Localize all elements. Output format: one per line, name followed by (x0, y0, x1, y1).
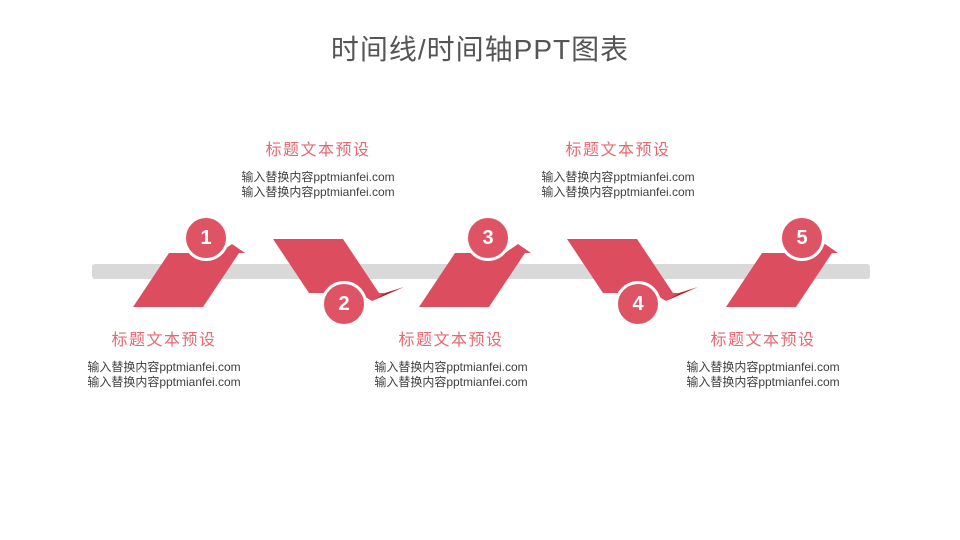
ribbon-fold (372, 287, 404, 301)
ribbon-fold (825, 244, 857, 270)
ribbon-body (567, 239, 673, 293)
block-body-line: 输入替换内容pptmianfei.com (541, 170, 695, 184)
text-block-bottom-3: 标题文本预设 输入替换内容pptmianfei.com 输入替换内容pptmia… (678, 330, 848, 390)
step-number-badge-5: 5 (779, 215, 825, 261)
block-title: 标题文本预设 (565, 142, 671, 159)
block-title: 标题文本预设 (710, 332, 816, 349)
timeline-step-1 (133, 243, 278, 318)
block-body-line: 输入替换内容pptmianfei.com (541, 185, 695, 199)
block-body-line: 输入替换内容pptmianfei.com (374, 375, 528, 389)
block-body-line: 输入替换内容pptmianfei.com (241, 170, 395, 184)
block-body-line: 输入替换内容pptmianfei.com (374, 360, 528, 374)
block-body-line: 输入替换内容pptmianfei.com (87, 375, 241, 389)
ribbon-fold (232, 244, 264, 270)
block-body-line: 输入替换内容pptmianfei.com (686, 360, 840, 374)
block-body-line: 输入替换内容pptmianfei.com (686, 375, 840, 389)
timeline-step-3 (419, 243, 564, 318)
block-title: 标题文本预设 (265, 142, 371, 159)
page-title: 时间线/时间轴PPT图表 (330, 34, 630, 65)
ribbon-fold (518, 244, 550, 270)
ribbon-body (133, 253, 239, 307)
ribbon-peak (219, 244, 245, 253)
ribbon-body (419, 253, 525, 307)
step-number-badge-3: 3 (465, 215, 511, 261)
block-body-line: 输入替换内容pptmianfei.com (241, 185, 395, 199)
text-block-bottom-2: 标题文本预设 输入替换内容pptmianfei.com 输入替换内容pptmia… (366, 330, 536, 390)
text-block-bottom-1: 标题文本预设 输入替换内容pptmianfei.com 输入替换内容pptmia… (79, 330, 249, 390)
ribbon-fold (666, 287, 698, 301)
step-number-badge-1: 1 (183, 215, 229, 261)
ribbon-shape-icon (133, 244, 264, 307)
block-title: 标题文本预设 (398, 332, 504, 349)
text-block-top-1: 标题文本预设 输入替换内容pptmianfei.com 输入替换内容pptmia… (233, 140, 403, 200)
ribbon-peak (505, 244, 531, 253)
step-number-badge-2: 2 (321, 281, 367, 327)
text-block-top-2: 标题文本预设 输入替换内容pptmianfei.com 输入替换内容pptmia… (533, 140, 703, 200)
ribbon-shape-icon (419, 244, 550, 307)
block-body-line: 输入替换内容pptmianfei.com (87, 360, 241, 374)
block-title: 标题文本预设 (111, 332, 217, 349)
ribbon-body (273, 239, 379, 293)
step-number-badge-4: 4 (615, 281, 661, 327)
ribbon-body (726, 253, 832, 307)
